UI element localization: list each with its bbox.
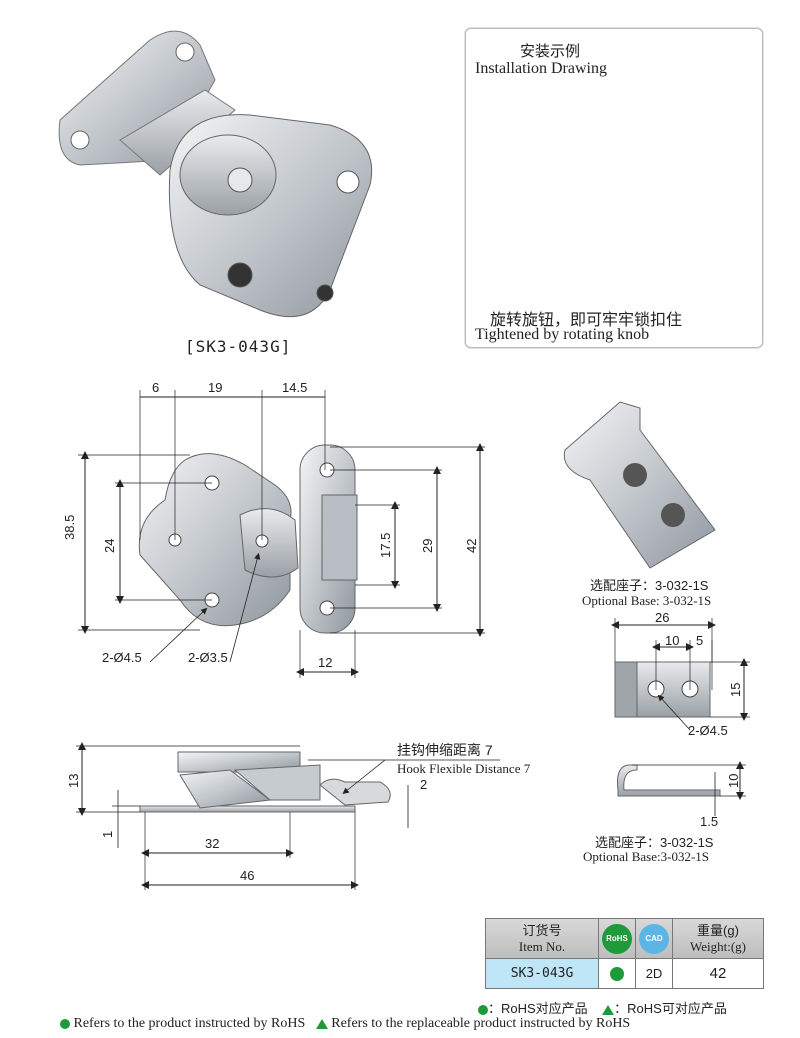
dim-32: 32: [205, 836, 220, 851]
dim-hole-3-5: 2-Ø3.5: [188, 650, 228, 665]
rohs-badge-icon: RoHS: [602, 923, 632, 954]
dim-17-5: 17.5: [378, 532, 393, 558]
dim-14-5: 14.5: [282, 380, 308, 395]
installation-title-en: Installation Drawing: [475, 60, 607, 77]
dim-26: 26: [655, 610, 670, 625]
installation-title-cn: 安装示例: [520, 43, 581, 60]
front-view-drawing: [78, 390, 485, 678]
hook-distance-cn: 挂钩伸缩距离 7: [397, 742, 493, 758]
optional-base-label-cn: 选配座子：3-032-1S: [590, 578, 709, 593]
cad-cell: 2D: [635, 958, 673, 989]
dim-38-5: 38.5: [62, 514, 77, 540]
optional-base-side-label-en: Optional Base:3-032-1S: [583, 849, 710, 864]
header-cad: CAD: [635, 918, 673, 959]
dim-6: 6: [152, 380, 160, 395]
model-label: [SK3-043G]: [185, 337, 292, 356]
legend-en-dot: Refers to the product instructed by RoHS: [73, 1016, 306, 1031]
dim-2: 2: [420, 777, 428, 792]
legend-cn-dot: ：RoHS对应产品: [488, 1001, 588, 1016]
rohs-dot-icon: [610, 967, 624, 982]
dim-19: 19: [208, 380, 223, 395]
dim-24: 24: [102, 538, 117, 553]
dim-15: 15: [728, 682, 743, 697]
header-item-no: 订货号 Item No.: [485, 918, 599, 959]
installation-caption-en: Tightened by rotating knob: [475, 326, 650, 343]
header-weight-cn: 重量(g): [697, 922, 739, 938]
dim-1: 1: [100, 830, 115, 838]
dim-base-hole: 2-Ø4.5: [688, 723, 728, 738]
installation-panel: [465, 28, 763, 348]
rohs-triangle-icon: [602, 1004, 615, 1015]
item-no-cell: SK3-043G: [485, 958, 599, 989]
optional-base-side-label-cn: 选配座子：3-032-1S: [595, 835, 714, 850]
side-view-drawing: [76, 742, 500, 890]
rohs-triangle-icon: [315, 1018, 328, 1029]
legend-en-tri: Refers to the replaceable product instru…: [331, 1016, 631, 1031]
header-rohs: RoHS: [598, 918, 636, 959]
dim-10-side: 10: [726, 773, 741, 788]
legend-en: Refers to the product instructed by RoHS…: [60, 1016, 630, 1032]
product-photo: [58, 30, 373, 318]
dim-10-top: 10: [665, 633, 680, 648]
dim-46: 46: [240, 868, 255, 883]
optional-base-side-drawing: [617, 761, 746, 816]
header-item-cn: 订货号: [522, 922, 562, 938]
header-weight-en: Weight:(g): [690, 938, 746, 954]
optional-base-photo: [563, 401, 716, 569]
dim-hole-4-5: 2-Ø4.5: [102, 650, 142, 665]
rohs-dot-icon: [478, 1004, 488, 1015]
optional-base-label-en: Optional Base: 3-032-1S: [582, 593, 712, 608]
rohs-dot-icon: [60, 1018, 70, 1029]
dim-12: 12: [318, 655, 333, 670]
cad-badge-icon: CAD: [639, 923, 669, 954]
header-weight: 重量(g) Weight:(g): [672, 918, 764, 959]
hook-distance-en: Hook Flexible Distance 7: [397, 761, 531, 776]
rohs-cell: [598, 958, 636, 989]
dim-42: 42: [464, 538, 479, 553]
legend-cn: ：RoHS对应产品 ：RoHS可对应产品: [478, 998, 727, 1017]
optional-base-top-drawing: [611, 618, 750, 731]
installation-caption-cn: 旋转旋钮，即可牢牢锁扣住: [490, 312, 683, 329]
dim-5: 5: [696, 633, 704, 648]
legend-cn-tri: ：RoHS可对应产品: [614, 1001, 727, 1016]
dim-13: 13: [66, 773, 81, 788]
weight-cell: 42: [672, 958, 764, 989]
dim-1-5: 1.5: [700, 814, 719, 829]
dim-29: 29: [420, 538, 435, 553]
order-table: 订货号 Item No. RoHS CAD 重量(g) Weight:(g) S…: [485, 918, 764, 989]
header-item-en: Item No.: [518, 938, 566, 954]
